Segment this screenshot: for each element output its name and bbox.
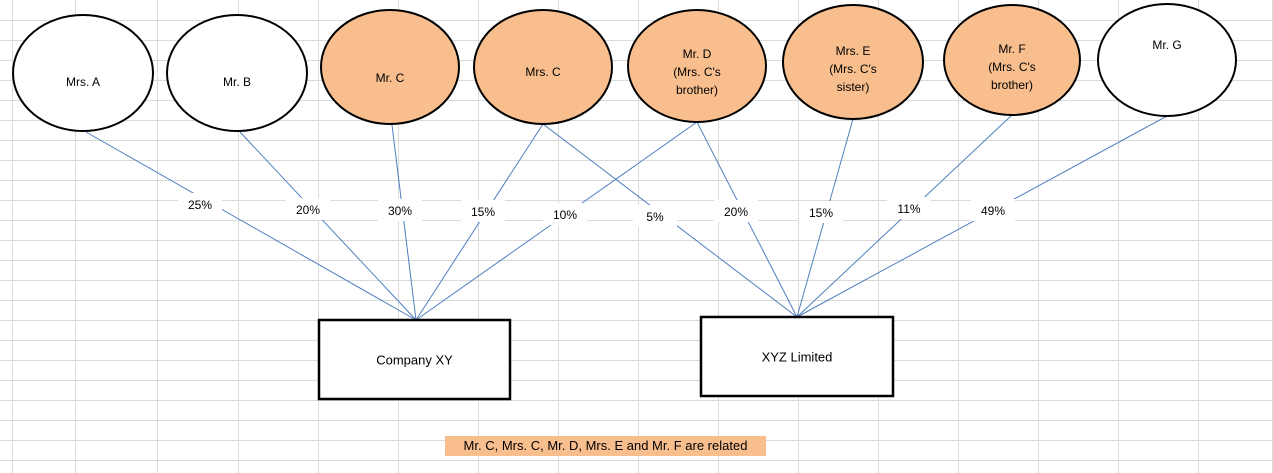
pct-text: 20% [724, 205, 748, 219]
pct-label-mrs-a-company-xy: 25% [178, 193, 222, 215]
person-label: Mr. C [376, 71, 405, 85]
person-node-mr-g: Mr. G [1097, 3, 1237, 117]
pct-text: 30% [388, 204, 412, 218]
pct-label-mr-f-xyz-limited: 11% [887, 197, 931, 219]
pct-text: 20% [296, 203, 320, 217]
pct-label-mr-c-company-xy: 30% [378, 199, 422, 221]
person-node-mr-b: Mr. B [166, 14, 308, 132]
person-node-mrs-a: Mrs. A [12, 14, 154, 132]
pct-text: 49% [981, 204, 1005, 218]
pct-text: 15% [471, 205, 495, 219]
company-label: XYZ Limited [762, 350, 833, 365]
pct-text: 11% [897, 202, 920, 216]
pct-text: 10% [553, 208, 577, 222]
person-label: Mrs. A [66, 75, 100, 89]
person-label: Mr. G [1152, 38, 1181, 52]
person-label: Mrs. C [525, 65, 561, 79]
pct-label-mrs-e-xyz-limited: 15% [799, 201, 843, 223]
person-label: Mr. B [223, 75, 251, 89]
person-node-mr-c: Mr. C [320, 9, 460, 125]
person-ellipse [943, 4, 1081, 116]
pct-label-mr-d-company-xy: 10% [543, 203, 587, 225]
person-ellipse [166, 14, 308, 132]
person-ellipse [320, 9, 460, 125]
pct-text: 15% [809, 206, 833, 220]
person-ellipse [627, 9, 767, 123]
company-label: Company XY [376, 353, 453, 368]
edge-mr-c-company-xy [391, 124, 417, 321]
related-note: Mr. C, Mrs. C, Mr. D, Mrs. E and Mr. F a… [445, 436, 766, 456]
pct-label-mr-g-xyz-limited: 49% [971, 199, 1015, 221]
person-ellipse [782, 4, 924, 120]
company-box-xyz-limited: XYZ Limited [699, 315, 895, 398]
pct-text: 5% [646, 210, 664, 224]
edge-mrs-a-company-xy [85, 131, 417, 321]
edge-mr-b-company-xy [239, 131, 417, 321]
pct-label-mrs-c-xyz-limited: 5% [633, 205, 677, 227]
person-ellipse [473, 9, 613, 125]
person-node-mrs-c: Mrs. C [473, 9, 613, 125]
pct-text: 25% [188, 198, 212, 212]
pct-label-mr-b-company-xy: 20% [286, 198, 330, 220]
person-ellipse [1097, 3, 1237, 117]
company-box-company-xy: Company XY [317, 318, 512, 401]
pct-label-mr-d-xyz-limited: 20% [714, 200, 758, 222]
pct-label-mrs-c-company-xy: 15% [461, 200, 505, 222]
person-ellipse [12, 14, 154, 132]
